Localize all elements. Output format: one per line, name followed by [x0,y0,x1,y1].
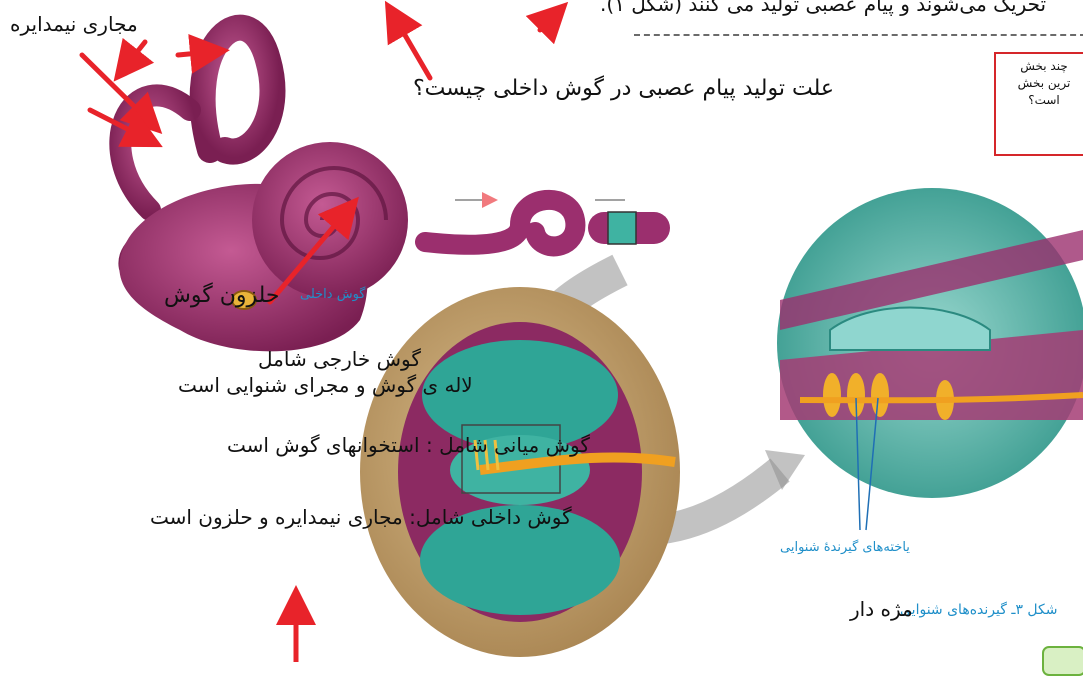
magnified-view [777,188,1083,530]
note-box: چند بخش ترین بخش است؟ [994,52,1083,156]
ciliated-label: مژه دار [850,597,913,621]
question-main: علت تولید پیام عصبی در گوش داخلی چیست؟ [413,76,834,101]
cochlea-cross-section [360,287,680,657]
outer-ear-line-2: لاله ی گوش و مجرای شنوایی است [178,373,473,397]
cochlea-label: حلزون گوش [164,283,280,308]
top-text: تحریک می‌شوند و پیام عصبی تولید می کنند … [600,0,1046,16]
semicircular-canals-label: مجاری نیمدایره [10,12,138,36]
note-line-1: چند بخش [996,58,1083,75]
uncoiled-cochlea-drawing [425,200,670,247]
inner-ear-label: گوش داخلی شامل: مجاری نیمدایره و حلزون ا… [150,505,572,529]
note-line-2: ترین بخش [996,75,1083,92]
note-line-3: است؟ [996,92,1083,109]
middle-ear-label: گوش میانی شامل : استخوانهای گوش است [227,433,590,457]
hair-cells-label: یاخته‌های گیرندهٔ شنوایی [780,540,910,555]
dashed-divider [634,34,1083,36]
green-tab-button[interactable] [1042,646,1083,676]
inner-ear-caption: گوش داخلی [300,287,365,302]
outer-ear-line-1: گوش خارجی شامل [258,347,421,371]
figure-caption: شکل ۳ـ گیرنده‌های شنوایی [900,602,1058,618]
